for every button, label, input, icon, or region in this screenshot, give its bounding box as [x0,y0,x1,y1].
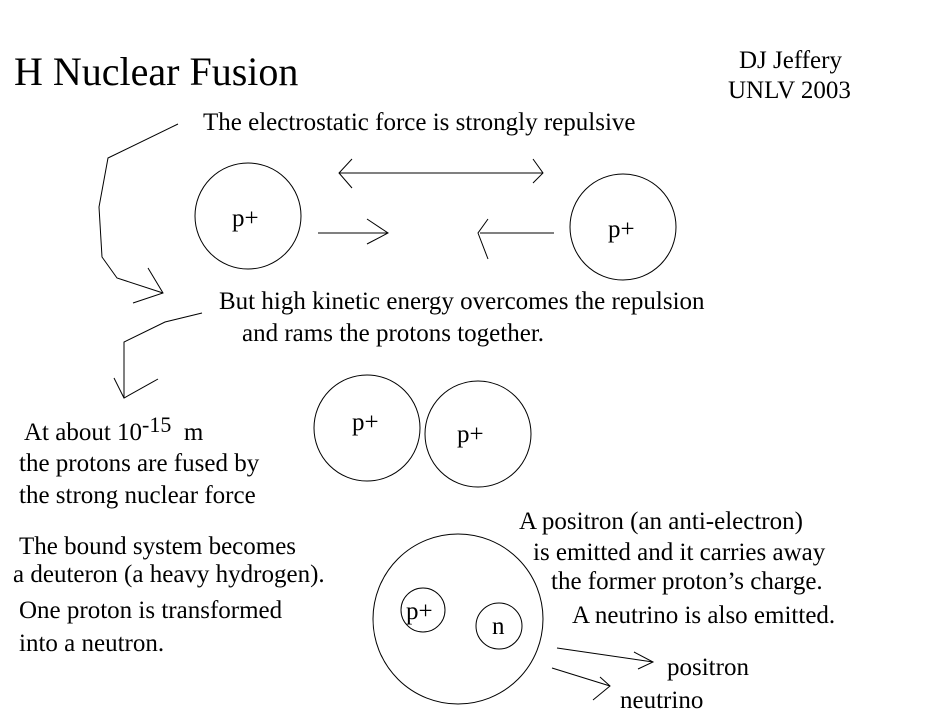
stage4-right-line3: the former proton’s charge. [551,568,823,595]
repulsion-arrow-icon [338,158,544,189]
stage4-left-line2: a deuteron (a heavy hydrogen). [13,561,325,588]
right-pointing-arrow-icon [318,218,389,245]
author-affiliation: UNLV 2003 [728,77,851,104]
stage3-caption-line3: the strong nuclear force [19,482,256,509]
stage4-left-line4: into a neutron. [19,630,165,657]
positron-label: positron [667,654,749,681]
stage1-caption: The electrostatic force is strongly repu… [203,109,636,136]
stage2-caption-line1: But high kinetic energy overcomes the re… [219,288,705,315]
proton-circle-left [194,162,302,270]
fusing-proton-label-b: p+ [457,421,484,448]
stage4-right-line2: is emitted and it carries away [533,539,826,566]
proton-label-right: p+ [608,216,635,243]
proton-label-left: p+ [232,205,259,232]
stage4-right-line1: A positron (an anti-electron) [519,508,803,535]
stage2-caption-line2: and rams the protons together. [242,320,545,347]
neutrino-arrow-icon [551,667,611,701]
stage4-left-line3: One proton is transformed [19,597,283,624]
distance-prefix: At about 10 [24,419,143,446]
neutrino-label: neutrino [620,687,704,714]
flow-arrow-icon-2 [113,312,203,399]
deuteron-proton-label: p+ [406,598,433,625]
page-title: H Nuclear Fusion [14,49,299,94]
neutron-circle [475,602,523,650]
positron-arrow-icon [556,647,655,670]
stage4-right-line4: A neutrino is also emitted. [572,602,836,629]
fusing-proton-circle-b [424,380,532,488]
proton-circle-right [569,173,677,281]
distance-unit: m [183,419,204,446]
distance-exponent: -15 [142,412,172,437]
stage3-distance: At about 10-15 m [24,414,204,446]
proton-circle-small [400,587,446,633]
fusing-proton-label-a: p+ [352,409,379,436]
neutron-label: n [492,613,505,640]
flow-arrow-icon-1 [98,123,179,304]
stage3-caption-line2: the protons are fused by [19,450,260,477]
stage4-left-line1: The bound system becomes [19,533,297,560]
author-name: DJ Jeffery [739,47,842,74]
deuteron-circle [372,533,544,705]
left-pointing-arrow-icon [477,218,554,260]
fusing-proton-circle-a [313,374,421,482]
